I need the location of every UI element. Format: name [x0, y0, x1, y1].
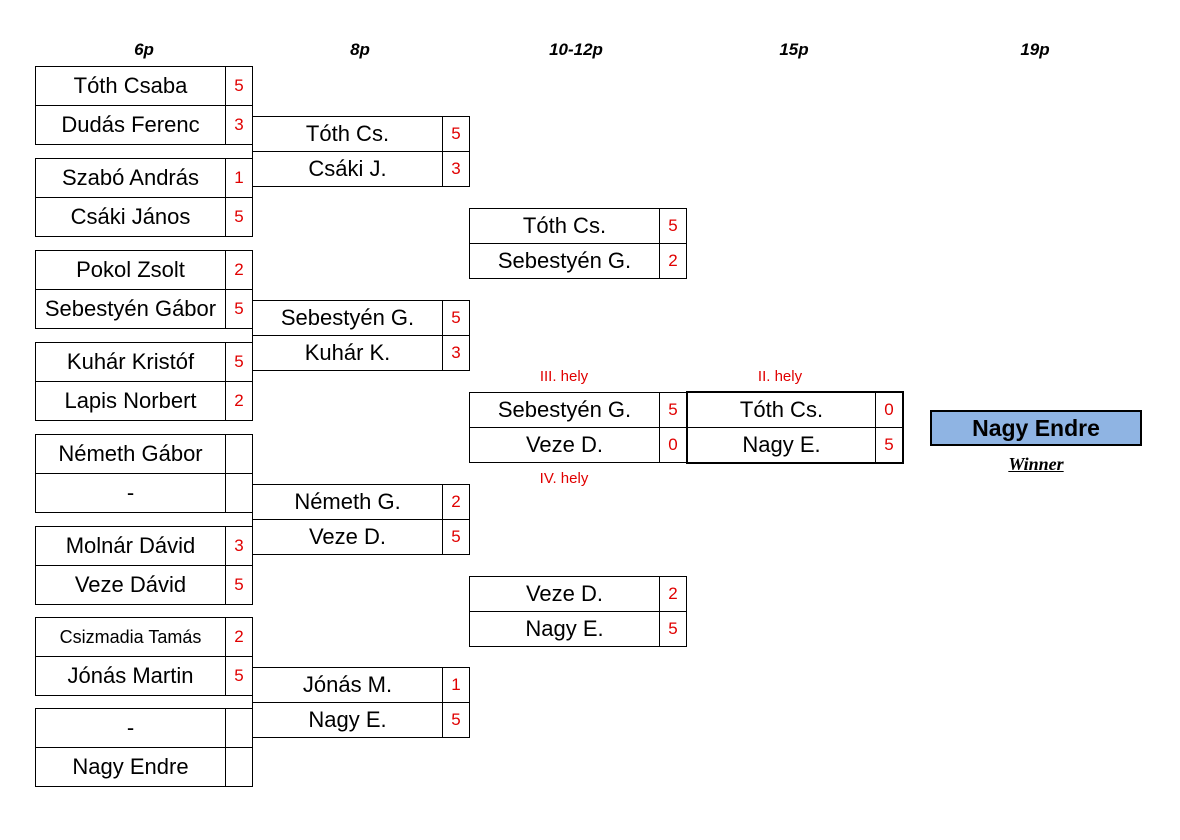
third-place-label: III. hely [539, 368, 589, 385]
score: 2 [225, 250, 253, 290]
player-name: Csáki János [35, 197, 226, 237]
fourth-place-label: IV. hely [539, 470, 589, 487]
round3-match-1: Tóth Cs.5 Sebestyén G.2 [469, 208, 687, 279]
player-name: Veze D. [469, 576, 660, 612]
player-name: Kuhár K. [252, 335, 443, 371]
player-name: Nagy E. [469, 611, 660, 647]
player-name: - [35, 473, 226, 513]
round-header-5: 19p [1020, 40, 1050, 59]
player-name: Lapis Norbert [35, 381, 226, 421]
score: 5 [225, 66, 253, 106]
score: 5 [225, 197, 253, 237]
winner-box: Nagy Endre [930, 410, 1142, 446]
score: 2 [225, 381, 253, 421]
score: 5 [659, 208, 687, 244]
player-name: Sebestyén Gábor [35, 289, 226, 329]
score [225, 473, 253, 513]
player-name: Molnár Dávid [35, 526, 226, 566]
score: 5 [442, 300, 470, 336]
player-name: Veze D. [469, 427, 660, 463]
player-name: Jónás Martin [35, 656, 226, 696]
score: 2 [225, 617, 253, 657]
player-name: Tóth Cs. [686, 391, 876, 428]
third-place-match: Sebestyén G.5 Veze D.0 [469, 392, 687, 463]
player-name: - [35, 708, 226, 748]
player-name: Veze D. [252, 519, 443, 555]
round-header-4: 15p [779, 40, 809, 59]
score: 0 [659, 427, 687, 463]
player-name: Jónás M. [252, 667, 443, 703]
score [225, 708, 253, 748]
score: 5 [442, 519, 470, 555]
score: 5 [225, 656, 253, 696]
score: 3 [442, 151, 470, 187]
score: 5 [442, 116, 470, 152]
winner-caption: Winner [1008, 454, 1064, 474]
score: 5 [225, 565, 253, 605]
player-name: Sebestyén G. [469, 243, 660, 279]
score: 2 [659, 576, 687, 612]
score: 3 [225, 526, 253, 566]
round2-match-4: Jónás M.1 Nagy E.5 [252, 667, 470, 738]
player-name: Csizmadia Tamás [35, 617, 226, 657]
round2-match-3: Németh G.2 Veze D.5 [252, 484, 470, 555]
round1-match-5: Németh Gábor - [35, 434, 253, 513]
score: 5 [659, 392, 687, 428]
round1-match-8: - Nagy Endre [35, 708, 253, 787]
score: 1 [442, 667, 470, 703]
score: 5 [225, 342, 253, 382]
player-name: Németh Gábor [35, 434, 226, 474]
score: 5 [225, 289, 253, 329]
player-name: Nagy E. [686, 427, 876, 464]
score [225, 747, 253, 787]
score [225, 434, 253, 474]
round3-match-2: Veze D.2 Nagy E.5 [469, 576, 687, 647]
player-name: Tóth Csaba [35, 66, 226, 106]
score: 0 [875, 391, 904, 428]
final-match: Tóth Cs.0 Nagy E.5 [686, 391, 904, 464]
player-name: Nagy Endre [35, 747, 226, 787]
round2-match-2: Sebestyén G.5 Kuhár K.3 [252, 300, 470, 371]
player-name: Kuhár Kristóf [35, 342, 226, 382]
player-name: Németh G. [252, 484, 443, 520]
player-name: Tóth Cs. [469, 208, 660, 244]
player-name: Tóth Cs. [252, 116, 443, 152]
player-name: Sebestyén G. [469, 392, 660, 428]
player-name: Veze Dávid [35, 565, 226, 605]
score: 2 [442, 484, 470, 520]
second-place-label: II. hely [757, 368, 803, 385]
score: 5 [442, 702, 470, 738]
score: 3 [442, 335, 470, 371]
score: 1 [225, 158, 253, 198]
player-name: Nagy E. [252, 702, 443, 738]
score: 3 [225, 105, 253, 145]
round-header-2: 8p [350, 40, 370, 59]
player-name: Dudás Ferenc [35, 105, 226, 145]
player-name: Csáki J. [252, 151, 443, 187]
player-name: Sebestyén G. [252, 300, 443, 336]
round2-match-1: Tóth Cs.5 Csáki J.3 [252, 116, 470, 187]
score: 2 [659, 243, 687, 279]
round-header-1: 6p [134, 40, 154, 59]
player-name: Szabó András [35, 158, 226, 198]
round-header-3: 10-12p [549, 40, 603, 59]
player-name: Pokol Zsolt [35, 250, 226, 290]
score: 5 [659, 611, 687, 647]
score: 5 [875, 427, 904, 464]
